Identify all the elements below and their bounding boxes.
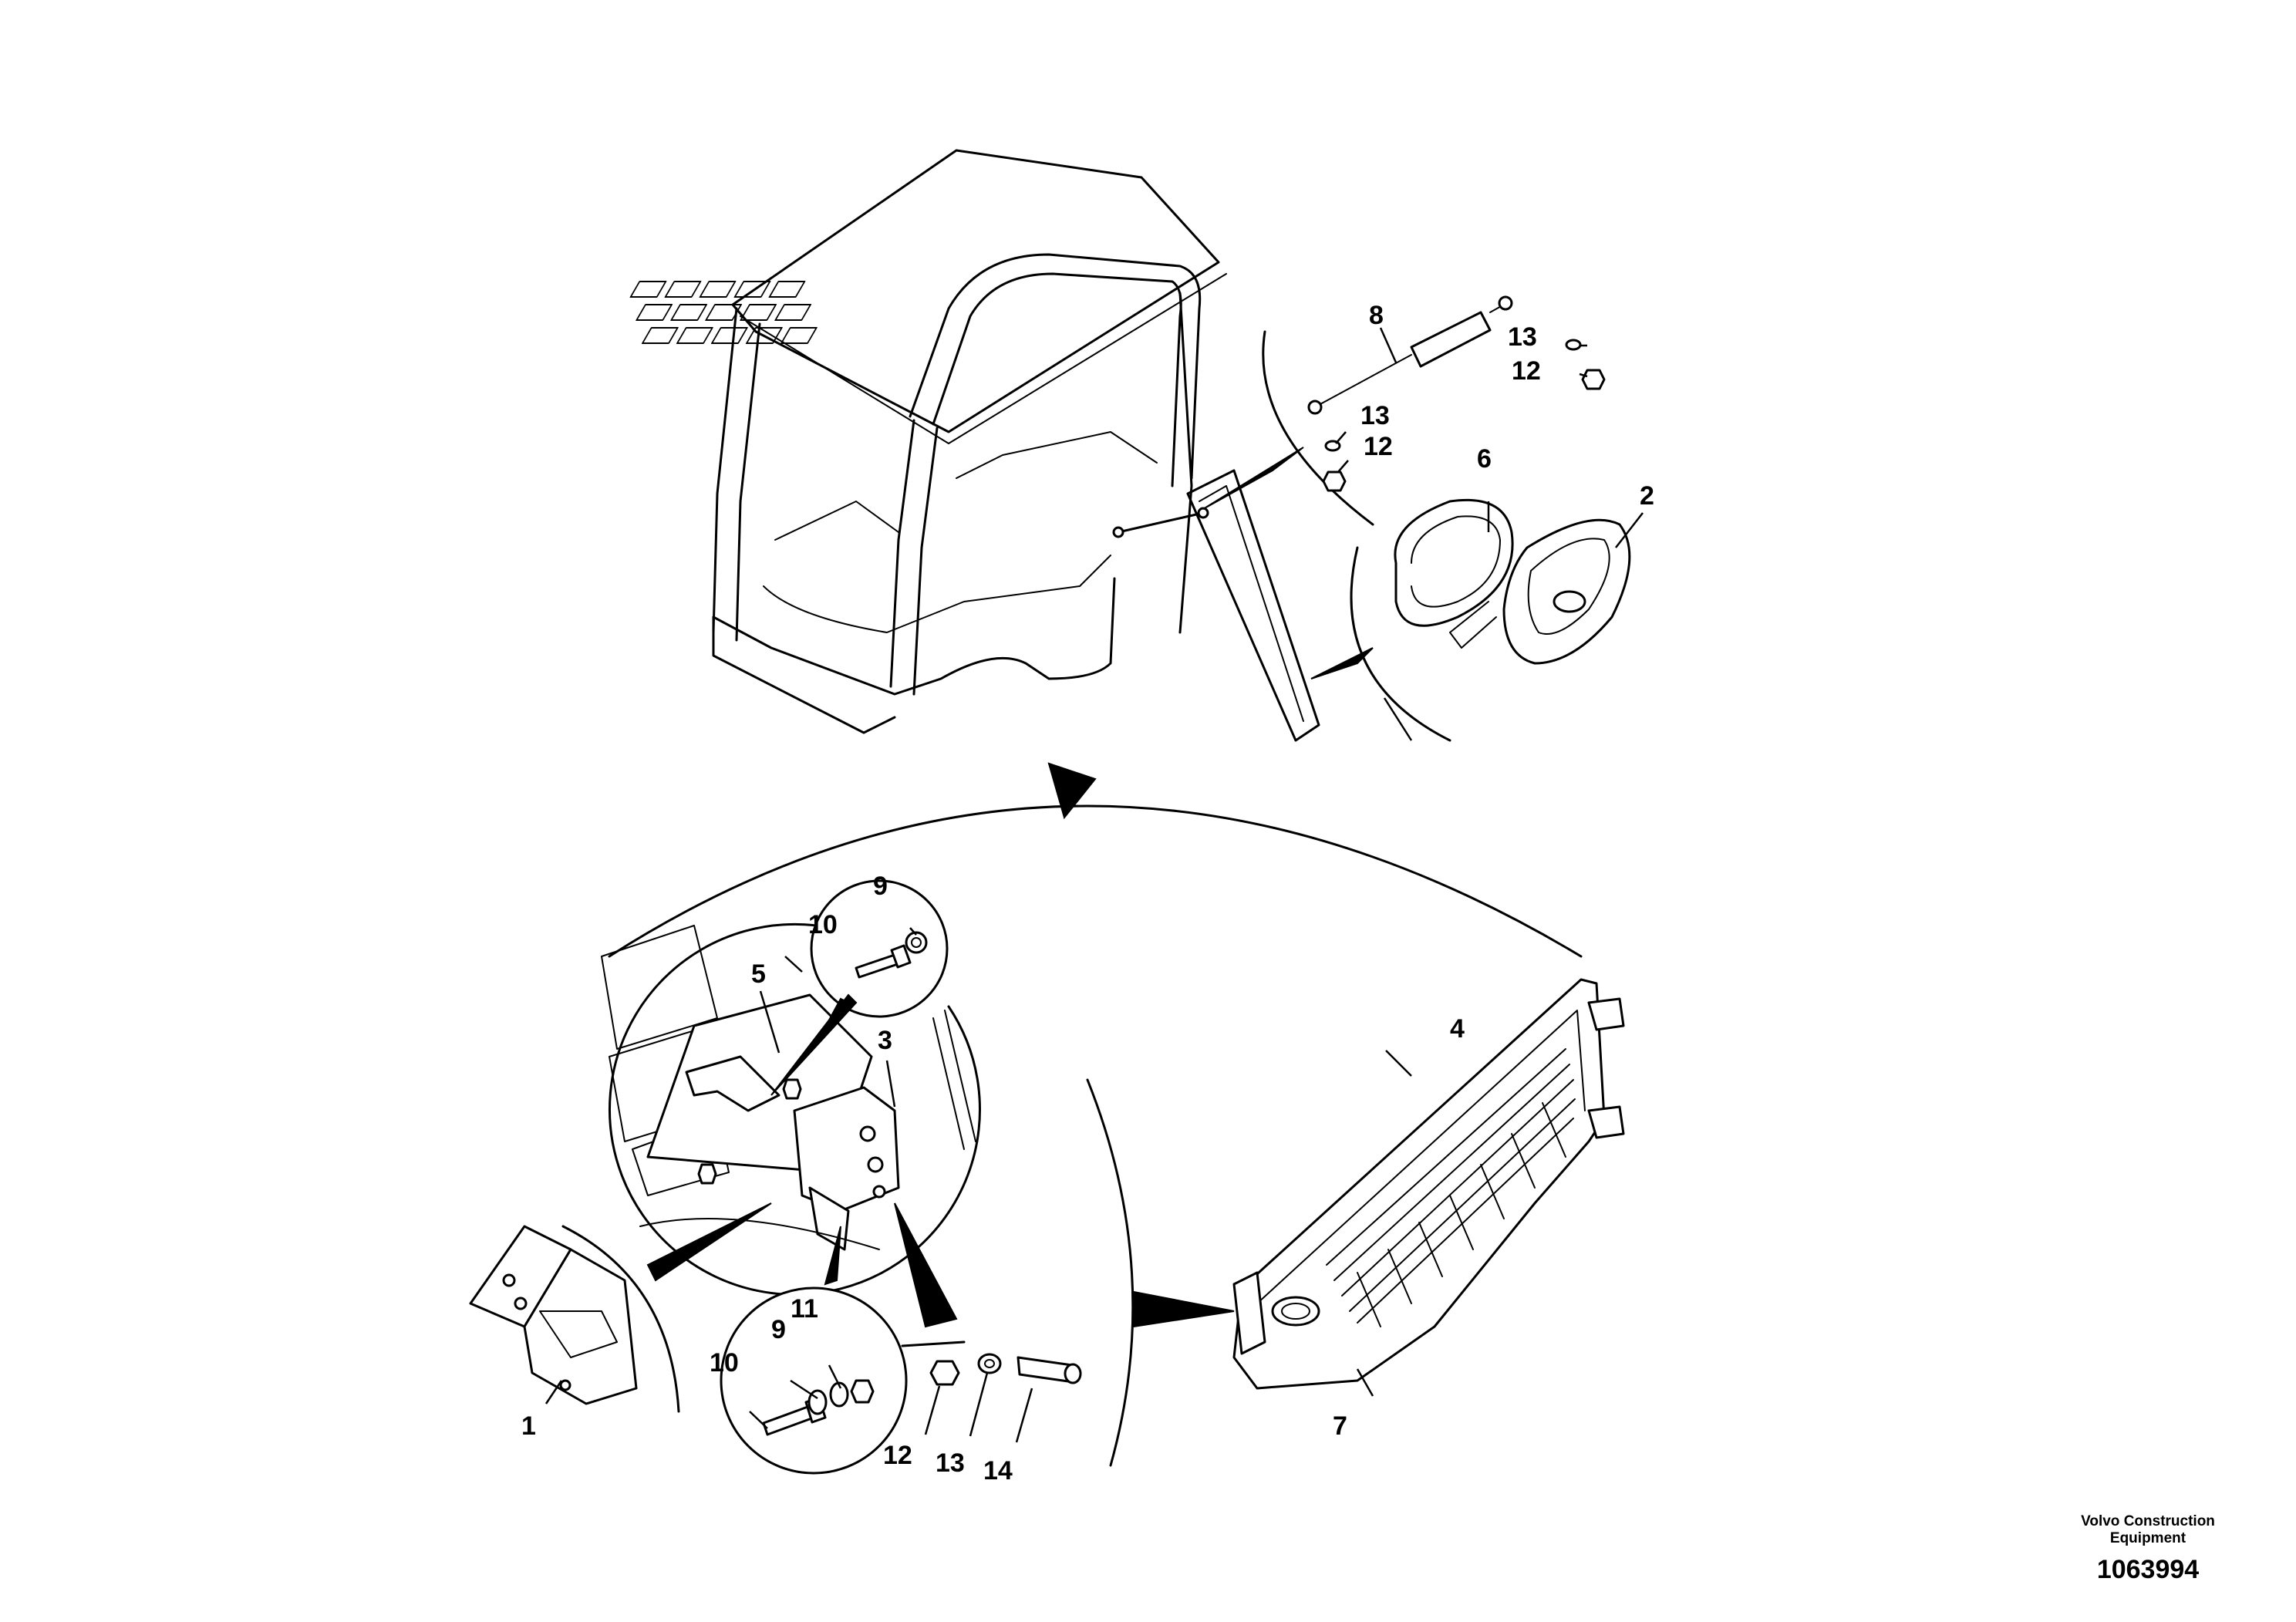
hinge-part	[469, 1202, 772, 1413]
detail-pointer-door-handle	[1310, 647, 1374, 679]
washer-13b-icon	[1565, 339, 1582, 351]
leader-lines	[544, 327, 1644, 1443]
callout-labels: 1 2 3 4 5 6 7 8 9 9 10 10 11 12 12 12 13…	[521, 301, 1654, 1485]
callout-12-strut-right: 12	[1512, 356, 1541, 386]
bolt-washer-detail-lower	[720, 1226, 908, 1475]
door-detail-boundary	[608, 804, 1583, 958]
callout-11: 11	[791, 1294, 818, 1324]
callout-12-nut: 12	[883, 1441, 912, 1470]
callout-10-upper: 10	[808, 910, 838, 939]
callout-3: 3	[878, 1026, 892, 1055]
brand-line-1: Volvo Construction	[2081, 1513, 2215, 1529]
callout-5: 5	[751, 959, 766, 989]
callout-9-upper: 9	[873, 872, 888, 901]
door-handle-detail	[1350, 498, 1631, 742]
bolt-washer-detail-upper	[770, 879, 949, 1096]
document-number: 1063994	[2096, 1555, 2200, 1584]
gas-strut-detail	[1262, 295, 1606, 526]
callout-1: 1	[521, 1411, 536, 1441]
nut-12b-icon	[1581, 369, 1606, 390]
callout-7: 7	[1333, 1411, 1347, 1441]
callout-13-strut-right: 13	[1508, 322, 1537, 352]
pin-washer-nut-detail	[894, 1202, 1082, 1386]
callout-12-strut-left: 12	[1364, 432, 1393, 461]
callout-4: 4	[1450, 1014, 1465, 1044]
callout-14: 14	[983, 1456, 1013, 1485]
door-panel	[1133, 978, 1625, 1390]
cab-assembly	[629, 149, 1320, 742]
detail-pointer-upper	[1202, 447, 1304, 510]
brand-line-2: Equipment	[2109, 1530, 2186, 1546]
callout-10-lower: 10	[710, 1348, 739, 1378]
callout-6: 6	[1477, 444, 1492, 474]
callout-8: 8	[1369, 301, 1384, 330]
nut-12a-icon	[1322, 470, 1347, 492]
publisher-footer: Volvo Construction Equipment 1063994	[2055, 1513, 2240, 1585]
callout-13-strut-left: 13	[1360, 401, 1390, 430]
callout-9-lower: 9	[771, 1315, 786, 1344]
detail-pointer-door-lower	[1047, 762, 1097, 820]
callout-2: 2	[1640, 481, 1654, 511]
callout-13-washer: 13	[936, 1448, 965, 1478]
